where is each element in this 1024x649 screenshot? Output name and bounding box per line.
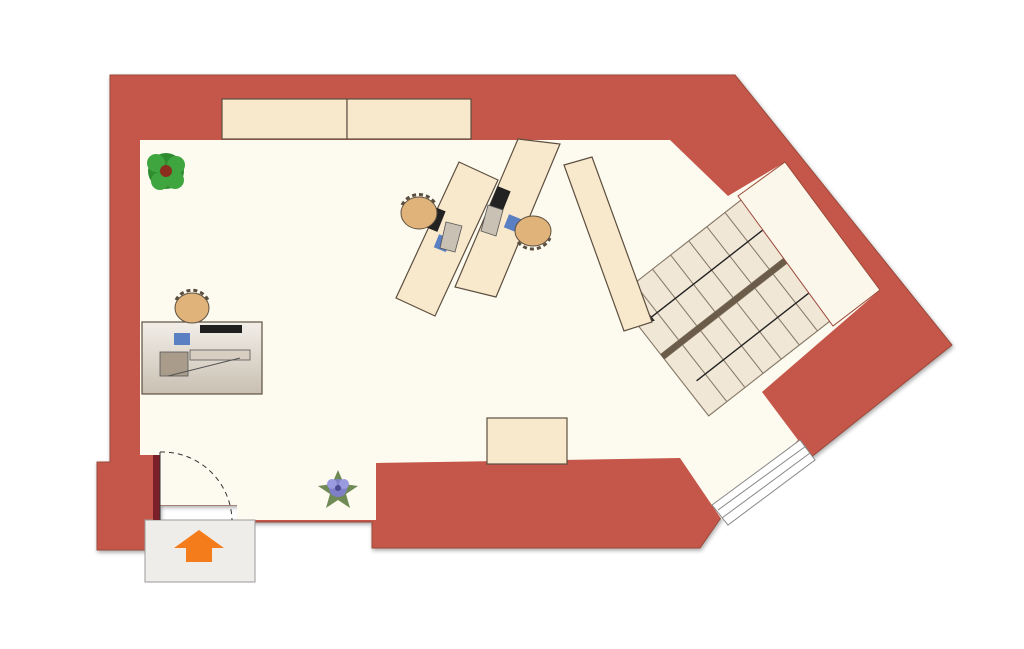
bench: [563, 156, 653, 332]
potted-plant-icon: [147, 153, 185, 190]
desk-group: [395, 138, 561, 317]
bottom-cabinet: [486, 417, 568, 465]
workstation-left: [141, 288, 263, 395]
top-cabinet: [221, 98, 472, 140]
entry-arrow-icon: [174, 530, 224, 562]
stair-landing: [737, 161, 881, 327]
door: [153, 451, 233, 521]
desk-b-equipment: [480, 186, 522, 237]
desk-b: [454, 138, 561, 298]
flower-icon: [318, 470, 358, 508]
chair-desk-a: [400, 192, 438, 230]
window: [711, 439, 816, 526]
chair-desk-b: [514, 215, 552, 251]
chair-workstation: [174, 288, 210, 324]
floor: [140, 140, 880, 520]
